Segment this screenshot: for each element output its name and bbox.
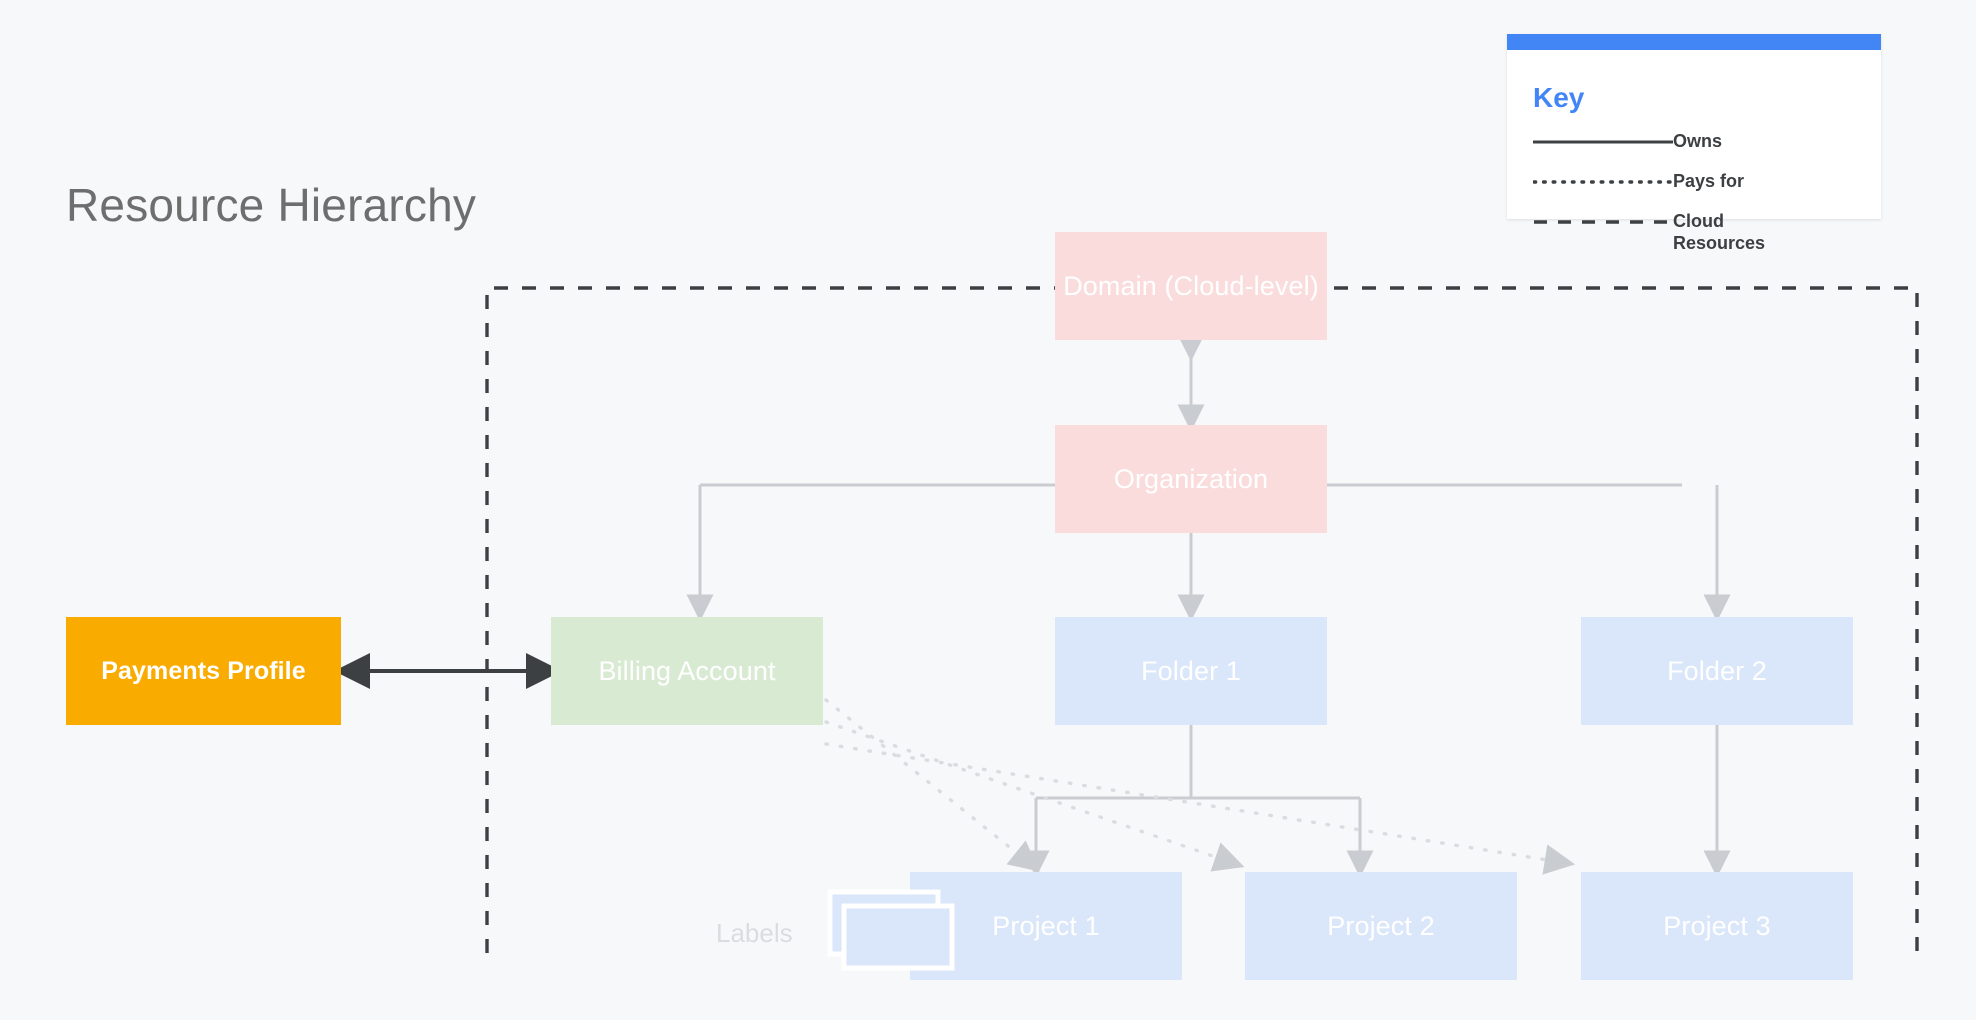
dotted-line-icon [1533,170,1673,190]
key-row-owns: Owns [1533,130,1863,154]
key-label-cloud-resources: Cloud Resources [1673,211,1766,253]
solid-line-icon [1533,130,1673,150]
node-domain[interactable]: Domain (Cloud-level) [1055,232,1327,340]
key-row-cloud-resources: Cloud Resources [1533,210,1863,253]
node-project-3[interactable]: Project 3 [1581,872,1853,980]
node-billing-account[interactable]: Billing Account [551,617,823,725]
key-heading: Key [1533,82,1585,113]
node-folder-2[interactable]: Folder 2 [1581,617,1853,725]
key-row-pays-for: Pays for [1533,170,1863,194]
node-payments-profile[interactable]: Payments Profile [66,617,341,725]
key-legend-panel: Key Owns Pays for [1507,34,1881,253]
node-organization[interactable]: Organization [1055,425,1327,533]
stacked-layers-icon [826,888,962,978]
key-accent-bar [1507,34,1881,50]
edge-folder1-projects [1022,725,1374,878]
key-label-pays-for: Pays for [1673,171,1745,191]
dashed-line-icon [1533,210,1673,230]
page-title: Resource Hierarchy [66,179,477,231]
node-project-2[interactable]: Project 2 [1245,872,1517,980]
key-rows: Owns Pays for Cloud Resources [1533,130,1863,253]
key-label-owns: Owns [1673,131,1723,151]
labels-annotation: Labels [716,918,793,948]
node-project-1[interactable]: Project 1 [910,872,1182,980]
node-folder-1[interactable]: Folder 1 [1055,617,1327,725]
